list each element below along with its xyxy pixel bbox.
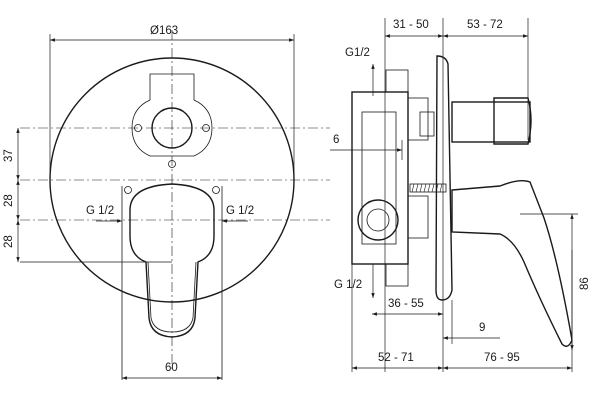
- inlet-right-label: G 1/2: [226, 205, 254, 217]
- mount-hole-left: [134, 124, 142, 132]
- outlet-top-label: G1/2: [345, 47, 370, 59]
- diverter-knob-circle: [151, 107, 193, 149]
- mount-hole-lr: [212, 186, 220, 194]
- dim-86-label: 86: [579, 277, 591, 290]
- front-view: G 1/2 G 1/2 Ø163 37 28 28 60: [3, 25, 330, 380]
- diverter-housing: [131, 73, 213, 157]
- dim-53-72-label: 53 - 72: [467, 19, 503, 31]
- inlet-fitting-outer: [357, 199, 399, 241]
- dim-28-lower-label: 28: [3, 235, 15, 248]
- thread-hatching: [411, 183, 443, 193]
- rough-in-flange-top: [385, 69, 409, 93]
- inlet-fitting-inner: [366, 208, 390, 232]
- lever-body: [129, 183, 215, 338]
- side-view: G1/2 G 1/2 31 - 50 53 - 72 6 36 - 55 9 8…: [330, 18, 591, 372]
- lever-inner: [147, 261, 197, 333]
- dim-76-95-label: 76 - 95: [484, 352, 520, 364]
- dim-60-label: 60: [165, 362, 178, 374]
- mount-block-top: [407, 97, 429, 141]
- mount-block-bottom: [407, 195, 429, 239]
- dim-52-71-label: 52 - 71: [378, 352, 414, 364]
- rough-in-inner: [361, 111, 397, 245]
- outlet-bottom-label: G 1/2: [334, 279, 362, 291]
- side-cover-plate: [435, 55, 453, 301]
- dim-31-50-label: 31 - 50: [393, 19, 429, 31]
- rough-in-body: [351, 91, 409, 265]
- mount-hole-top: [168, 160, 176, 168]
- rough-in-flange-bottom: [385, 263, 409, 287]
- dim-6-label: 6: [333, 134, 339, 146]
- inlet-left-label: G 1/2: [86, 205, 114, 217]
- dim-37-label: 37: [3, 149, 15, 162]
- dim-9-label: 9: [479, 322, 485, 334]
- mount-hole-ll: [124, 186, 132, 194]
- mount-hole-right: [202, 124, 210, 132]
- cartridge-stem: [419, 111, 435, 137]
- dim-28-upper-label: 28: [3, 194, 15, 207]
- side-lever: [451, 179, 573, 347]
- diameter-label: Ø163: [150, 25, 178, 37]
- diverter-cap: [493, 97, 532, 145]
- diverter-spout: [451, 101, 531, 143]
- dim-36-55-label: 36 - 55: [388, 298, 424, 310]
